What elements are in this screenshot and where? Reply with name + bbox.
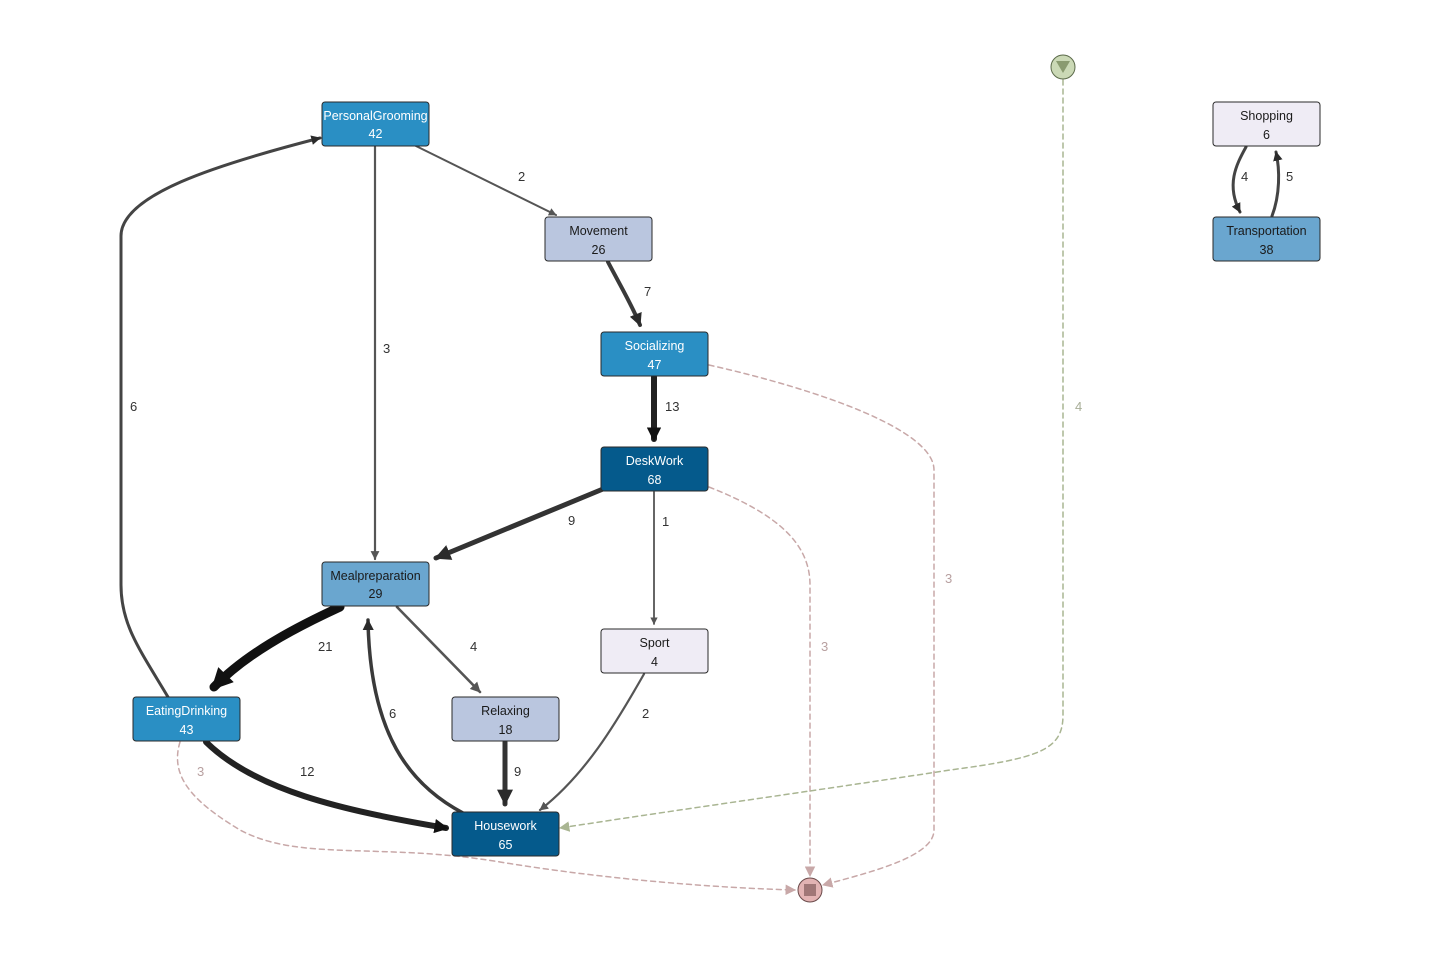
node-deskwork[interactable]: DeskWork 68 — [600, 446, 709, 492]
edge-label: 3 — [383, 341, 390, 356]
node-count: 65 — [499, 838, 513, 852]
node-label: Housework — [474, 819, 537, 833]
edge-transportation-shopping[interactable]: 5 — [1270, 150, 1293, 218]
node-count: 68 — [648, 473, 662, 487]
node-housework[interactable]: Housework 65 — [451, 811, 560, 857]
edge-mealpreparation-eatingdrinking[interactable]: 21 — [209, 602, 345, 692]
edge-socializing-end[interactable]: 3 — [708, 364, 952, 888]
node-count: 38 — [1260, 243, 1274, 257]
edge-socializing-deskwork[interactable]: 13 — [646, 374, 679, 442]
edge-shopping-transportation[interactable]: 4 — [1231, 145, 1248, 214]
edge-label: 21 — [318, 639, 332, 654]
node-personal-grooming[interactable]: PersonalGrooming 42 — [321, 101, 430, 147]
edge-label: 6 — [130, 399, 137, 414]
edge-label: 5 — [1286, 169, 1293, 184]
nodes-layer: PersonalGrooming 42 Movement 26 Socializ… — [132, 54, 1321, 903]
node-label: Movement — [569, 224, 628, 238]
node-socializing[interactable]: Socializing 47 — [600, 331, 709, 377]
edge-label: 4 — [1241, 169, 1248, 184]
node-count: 4 — [651, 655, 658, 669]
edge-start-housework[interactable]: 4 — [558, 79, 1082, 832]
edge-label: 13 — [665, 399, 679, 414]
edge-relaxing-housework[interactable]: 9 — [496, 739, 521, 807]
edge-personalgrooming-movement[interactable]: 2 — [415, 145, 557, 216]
node-label: DeskWork — [626, 454, 684, 468]
start-triangle-icon — [1056, 61, 1070, 73]
edge-label: 3 — [197, 764, 204, 779]
edges-layer: 2 3 6 7 13 9 1 — [119, 79, 1293, 895]
node-label: EatingDrinking — [146, 704, 227, 718]
edge-label: 3 — [945, 571, 952, 586]
node-label: Relaxing — [481, 704, 530, 718]
node-label: Shopping — [1240, 109, 1293, 123]
edge-mealpreparation-relaxing[interactable]: 4 — [395, 605, 482, 694]
node-label: PersonalGrooming — [323, 109, 427, 123]
edge-eatingdrinking-housework[interactable]: 12 — [203, 739, 449, 834]
edge-label: 4 — [470, 639, 477, 654]
node-movement[interactable]: Movement 26 — [544, 216, 653, 262]
edge-housework-mealpreparation[interactable]: 6 — [362, 618, 465, 815]
edge-label: 1 — [662, 514, 669, 529]
node-count: 43 — [180, 723, 194, 737]
edge-label: 7 — [644, 284, 651, 299]
node-label: Sport — [640, 636, 670, 650]
edge-label: 2 — [642, 706, 649, 721]
edge-label: 6 — [389, 706, 396, 721]
edge-eatingdrinking-end[interactable]: 3 — [176, 741, 797, 895]
node-transportation[interactable]: Transportation 38 — [1212, 216, 1321, 262]
node-shopping[interactable]: Shopping 6 — [1212, 101, 1321, 147]
edge-label: 4 — [1075, 399, 1082, 414]
end-square-icon — [804, 884, 816, 896]
node-label: Mealpreparation — [330, 569, 420, 583]
edge-label: 2 — [518, 169, 525, 184]
edge-personalgrooming-mealpreparation[interactable]: 3 — [370, 145, 390, 561]
node-relaxing[interactable]: Relaxing 18 — [451, 696, 560, 742]
node-count: 29 — [369, 587, 383, 601]
node-eating-drinking[interactable]: EatingDrinking 43 — [132, 696, 241, 742]
edge-eatingdrinking-personalgrooming[interactable]: 6 — [119, 135, 322, 699]
edge-deskwork-end[interactable]: 3 — [708, 486, 828, 878]
edge-movement-socializing[interactable]: 7 — [606, 260, 651, 327]
edge-sport-housework[interactable]: 2 — [538, 672, 649, 812]
node-mealpreparation[interactable]: Mealpreparation 29 — [321, 561, 430, 607]
node-label: Transportation — [1226, 224, 1306, 238]
edge-label: 3 — [821, 639, 828, 654]
edge-deskwork-mealpreparation[interactable]: 9 — [433, 486, 606, 561]
edge-label: 9 — [568, 513, 575, 528]
node-count: 26 — [592, 243, 606, 257]
node-count: 47 — [648, 358, 662, 372]
node-count: 18 — [499, 723, 513, 737]
start-node[interactable] — [1050, 54, 1076, 80]
edge-label: 12 — [300, 764, 314, 779]
end-node[interactable] — [797, 877, 823, 903]
node-count: 6 — [1263, 128, 1270, 142]
edge-label: 9 — [514, 764, 521, 779]
node-label: Socializing — [625, 339, 685, 353]
node-sport[interactable]: Sport 4 — [600, 628, 709, 674]
node-count: 42 — [369, 127, 383, 141]
edge-deskwork-sport[interactable]: 1 — [650, 491, 669, 625]
